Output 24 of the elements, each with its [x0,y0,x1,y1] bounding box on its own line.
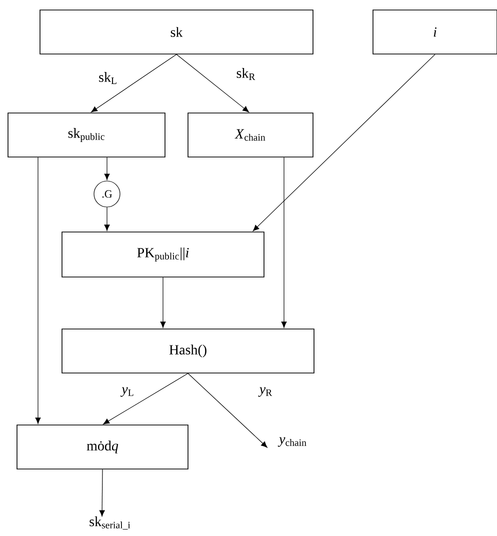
process-box: sk [40,10,314,54]
edge-label: y$_{L}$ [120,386,136,398]
arrow [104,207,110,231]
process-box: mȯdq [16,424,188,470]
arrow [176,54,249,112]
arrow [91,54,177,112]
edge-label: sk$_{L}$ [98,71,118,85]
arrow [103,373,188,424]
arrow [281,157,287,328]
arrow [252,54,436,232]
arrow [160,277,166,328]
process-box: i [372,10,497,54]
arrow [99,469,105,516]
edge-label: sk$_{R}$ [235,67,257,81]
output-text: sk$_{serial_i}$ [90,516,130,530]
edge-label: y$_{R}$ [258,386,274,398]
process-box: Hash() [62,328,314,374]
process-box: X$_{chain}$ [188,112,314,158]
arrow [35,157,41,424]
process-box: sk$_{public}$ [8,112,166,158]
arrow [188,373,268,448]
arrow [104,157,110,180]
output-text: y$_{chain}$ [278,437,306,447]
process-box: PK$_{public}$||i [62,232,264,278]
